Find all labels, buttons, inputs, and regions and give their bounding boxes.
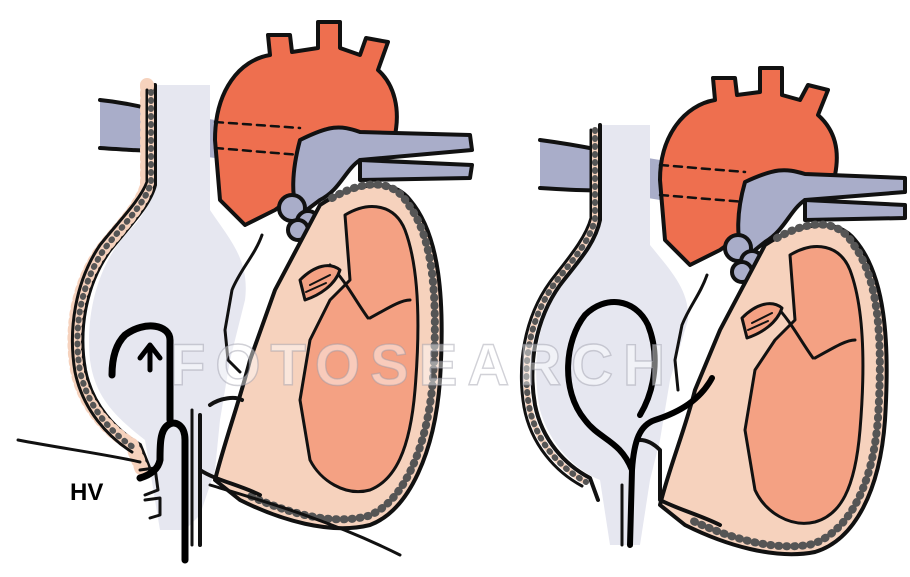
hepatic-vein-label: HV <box>70 479 103 506</box>
right-heart-figure <box>521 68 905 554</box>
watermark-text: FOTOSEARCH <box>170 333 675 398</box>
